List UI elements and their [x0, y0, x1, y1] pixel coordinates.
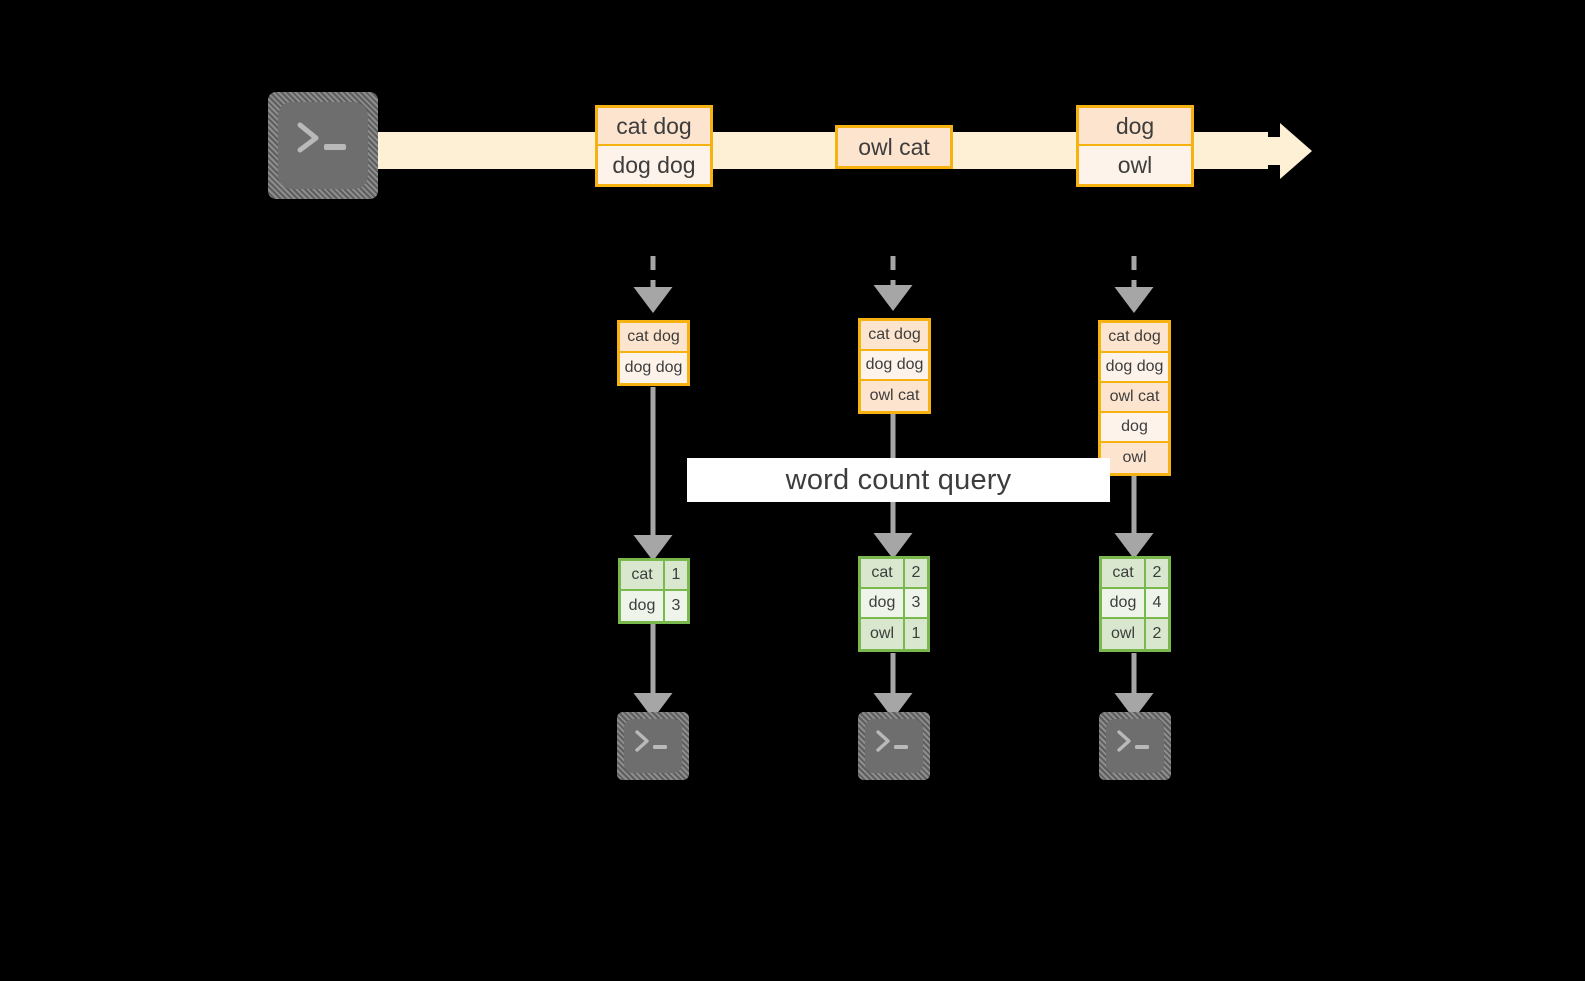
input-row: dog — [1101, 413, 1168, 443]
count-cell: 2 — [1146, 619, 1168, 649]
word-cell: dog — [621, 591, 665, 621]
terminal-screen — [865, 719, 923, 773]
count-cell: 4 — [1146, 589, 1168, 617]
sink-terminal-icon-t2 — [858, 712, 930, 780]
word-cell: owl — [861, 619, 905, 649]
stream-record-line: cat dog — [598, 108, 710, 146]
input-row: owl cat — [1101, 383, 1168, 413]
terminal-prompt-glyph — [635, 730, 667, 752]
result-table-t3: cat 2 dog 4 owl 2 — [1099, 556, 1171, 652]
word-cell: cat — [861, 559, 905, 587]
count-cell: 3 — [905, 589, 927, 617]
source-terminal-icon — [268, 92, 378, 199]
input-row: cat dog — [620, 323, 687, 353]
stream-record-2: owl cat — [835, 125, 953, 169]
table-row: dog 3 — [861, 589, 927, 619]
terminal-screen — [624, 719, 682, 773]
input-row: owl cat — [861, 381, 928, 411]
terminal-prompt-glyph — [1117, 730, 1149, 752]
table-row: cat 2 — [861, 559, 927, 589]
snapshot-input-table-t3: cat dog dog dog owl cat dog owl — [1098, 320, 1171, 476]
input-row: dog dog — [1101, 353, 1168, 383]
table-row: dog 4 — [1102, 589, 1168, 619]
terminal-prompt-glyph — [297, 122, 346, 153]
right-arrow-icon — [1258, 123, 1312, 179]
stream-record-1: cat dog dog dog — [595, 105, 713, 187]
query-label-text: word count query — [785, 463, 1012, 496]
sink-terminal-icon-t1 — [617, 712, 689, 780]
input-row: owl — [1101, 443, 1168, 473]
input-row: cat dog — [861, 321, 928, 351]
result-table-t2: cat 2 dog 3 owl 1 — [858, 556, 930, 652]
input-row: cat dog — [1101, 323, 1168, 353]
terminal-screen — [1106, 719, 1164, 773]
word-cell: dog — [1102, 589, 1146, 617]
table-row: cat 2 — [1102, 559, 1168, 589]
snapshot-input-table-t2: cat dog dog dog owl cat — [858, 318, 931, 414]
snapshot-input-table-t1: cat dog dog dog — [617, 320, 690, 386]
table-row: owl 2 — [1102, 619, 1168, 649]
terminal-screen — [278, 102, 368, 189]
stream-record-line: owl — [1079, 146, 1191, 184]
table-row: owl 1 — [861, 619, 927, 649]
count-cell: 2 — [905, 559, 927, 587]
word-cell: owl — [1102, 619, 1146, 649]
word-cell: cat — [1102, 559, 1146, 587]
stream-record-line: dog — [1079, 108, 1191, 146]
count-cell: 2 — [1146, 559, 1168, 587]
count-cell: 1 — [905, 619, 927, 649]
stream-record-3: dog owl — [1076, 105, 1194, 187]
count-cell: 3 — [665, 591, 687, 621]
table-row: cat 1 — [621, 561, 687, 591]
terminal-prompt-glyph — [876, 730, 908, 752]
word-cell: dog — [861, 589, 905, 617]
stream-record-line: dog dog — [598, 146, 710, 184]
word-cell: cat — [621, 561, 665, 589]
query-label: word count query — [687, 458, 1110, 502]
input-row: dog dog — [620, 353, 687, 383]
input-row: dog dog — [861, 351, 928, 381]
result-table-t1: cat 1 dog 3 — [618, 558, 690, 624]
sink-terminal-icon-t3 — [1099, 712, 1171, 780]
stream-record-line: owl cat — [838, 128, 950, 166]
count-cell: 1 — [665, 561, 687, 589]
table-row: dog 3 — [621, 591, 687, 621]
